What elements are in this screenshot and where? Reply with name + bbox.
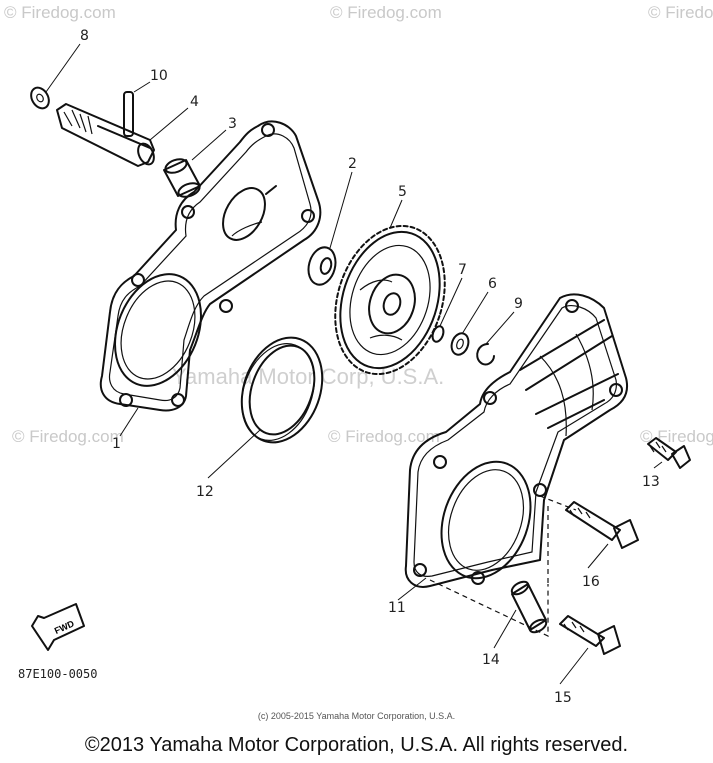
part-13-bolt	[647, 437, 691, 469]
watermark-top-left: © Firedog.com	[4, 3, 116, 22]
watermark-top-center: © Firedog.com	[330, 3, 442, 22]
fwd-label: FWD	[53, 618, 76, 636]
part-16-bolt	[565, 501, 639, 549]
callout-16: 16	[582, 574, 600, 590]
part-3-bushing	[163, 158, 201, 198]
callout-5: 5	[398, 184, 407, 200]
callout-2: 2	[348, 156, 357, 172]
callout-12: 12	[196, 484, 214, 500]
callout-6: 6	[488, 276, 497, 292]
callout-8: 8	[80, 28, 89, 44]
part-4-shaft	[56, 103, 155, 167]
callout-14: 14	[482, 652, 500, 668]
watermark-top-right: © Firedog.com	[648, 3, 713, 22]
diagram-code: 87E100-0050	[18, 667, 97, 681]
part-14-collar	[510, 580, 548, 634]
part-10-pin	[123, 91, 134, 137]
watermark-mid-left: © Firedog.com	[12, 427, 124, 446]
part-7-washer	[431, 325, 445, 343]
part-2-bearing	[307, 246, 337, 286]
credit-line: (c) 2005-2015 Yamaha Motor Corporation, …	[257, 711, 456, 721]
part-8-washer	[30, 86, 50, 110]
part-12-seal-ring	[240, 336, 324, 444]
part-6-washer	[450, 332, 470, 356]
callout-15: 15	[554, 690, 572, 706]
part-15-bolt	[559, 615, 621, 655]
watermark-mid-right: © Firedog.com	[640, 427, 713, 446]
part-9-circlip	[476, 343, 495, 366]
part-11-cover	[404, 293, 628, 588]
callout-3: 3	[228, 116, 237, 132]
fwd-arrow-icon: FWD	[31, 603, 85, 651]
copyright-line: ©2013 Yamaha Motor Corporation, U.S.A. A…	[84, 734, 629, 756]
callout-13: 13	[642, 474, 660, 490]
callout-1: 1	[112, 436, 121, 452]
callout-10: 10	[150, 68, 168, 84]
callout-4: 4	[190, 94, 199, 110]
part-5-gear	[334, 224, 446, 376]
callout-11: 11	[388, 600, 406, 616]
callout-7: 7	[458, 262, 467, 278]
leader-lines	[45, 43, 663, 685]
callout-9: 9	[514, 296, 523, 312]
assembly-dashed-lines	[429, 495, 577, 637]
part-1-housing-plate	[99, 120, 322, 412]
watermark-mid-center: © Firedog.com	[328, 427, 440, 446]
callout-labels: 8 10 4 3 2 5 7 6 9 1 12 13 16 11 14 15	[80, 28, 660, 706]
watermark-brand: Yamaha Motor Corp, U.S.A.	[172, 364, 444, 389]
